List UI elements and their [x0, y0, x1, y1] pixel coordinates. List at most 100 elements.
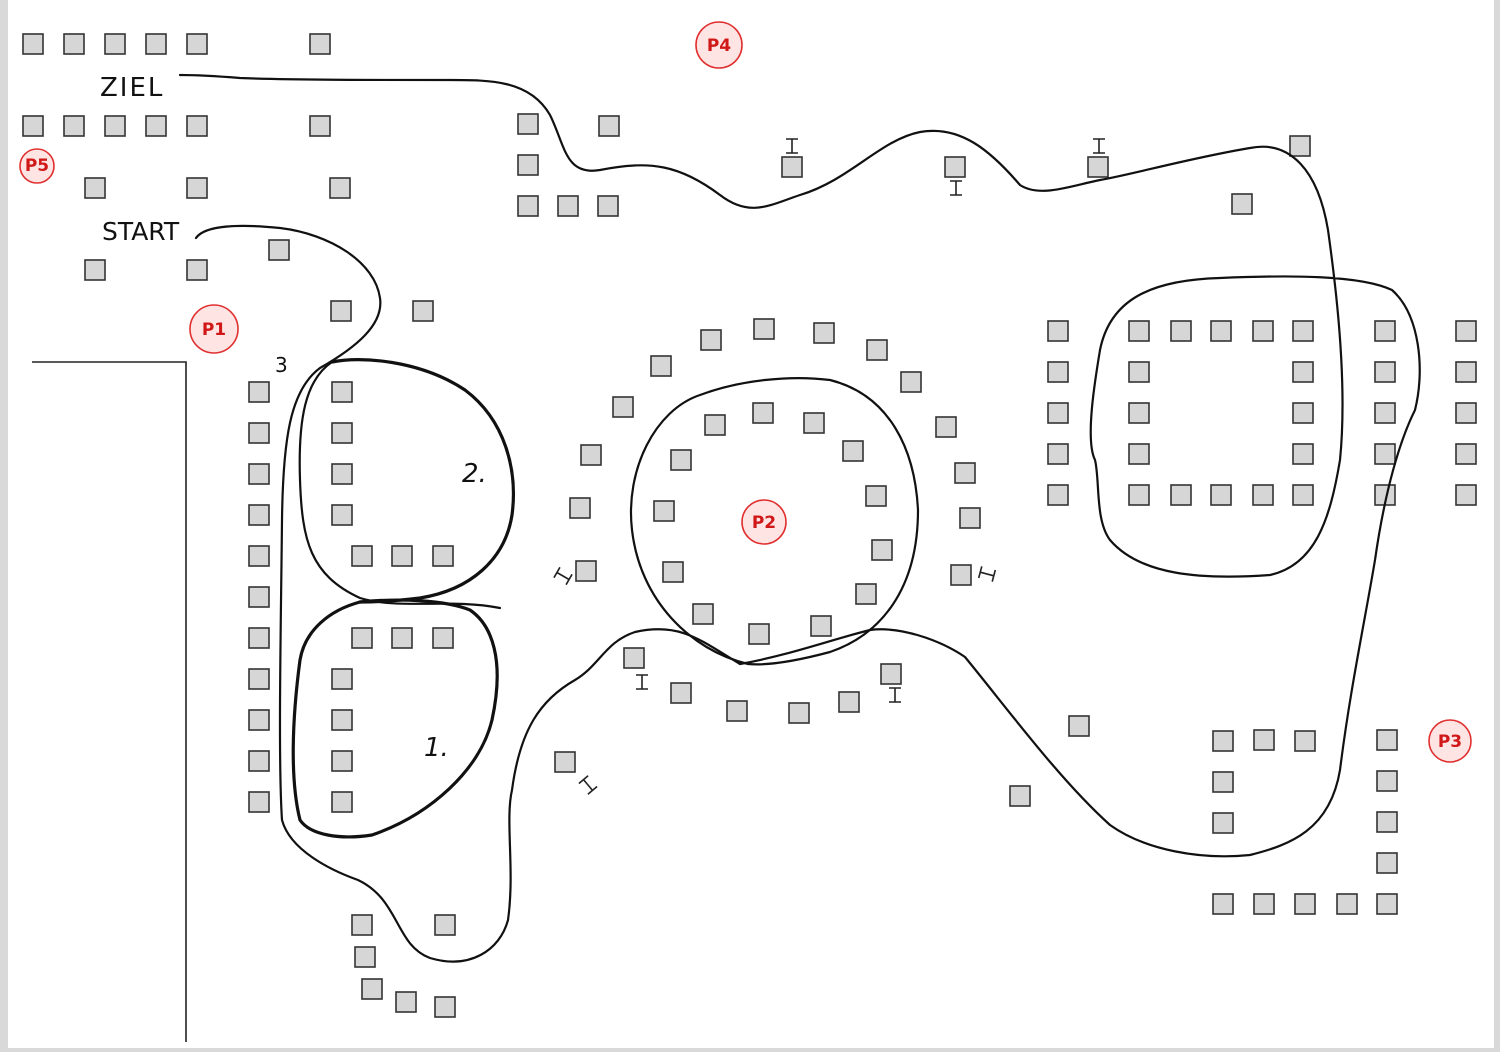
cone — [1374, 402, 1396, 424]
post-marker — [786, 138, 798, 154]
cone — [1374, 443, 1396, 465]
loop-1 — [291, 598, 499, 839]
loop-3 — [298, 360, 502, 610]
cone — [692, 603, 714, 625]
cone — [1376, 852, 1398, 874]
cone — [248, 545, 270, 567]
cone — [1376, 729, 1398, 751]
cone — [704, 414, 726, 436]
cone — [248, 709, 270, 731]
cone — [1376, 770, 1398, 792]
cone — [432, 627, 454, 649]
cone — [1253, 729, 1275, 751]
cone — [803, 412, 825, 434]
cone — [1170, 484, 1192, 506]
cone — [268, 239, 290, 261]
cone — [1455, 361, 1477, 383]
cone — [1292, 443, 1314, 465]
cone — [1212, 812, 1234, 834]
point-p5-label: P5 — [25, 156, 49, 176]
cone — [1289, 135, 1311, 157]
cone — [670, 449, 692, 471]
boundary-wall — [32, 361, 187, 1042]
post-marker — [578, 775, 598, 795]
cone — [810, 615, 832, 637]
cone — [935, 416, 957, 438]
course-paths — [178, 73, 1421, 963]
cone — [580, 444, 602, 466]
start-label: START — [102, 217, 180, 246]
point-p5-circle — [19, 148, 55, 184]
cone — [900, 371, 922, 393]
cone — [670, 682, 692, 704]
point-p1-circle — [189, 304, 239, 354]
cone — [1128, 320, 1150, 342]
post-marker-shape — [553, 566, 573, 586]
cone — [598, 115, 620, 137]
post-marker — [1093, 138, 1105, 154]
circle-p2 — [629, 377, 920, 666]
cone — [1336, 893, 1358, 915]
cone — [1374, 320, 1396, 342]
cone — [248, 422, 270, 444]
cone — [434, 996, 456, 1018]
cone — [22, 33, 44, 55]
cone — [517, 113, 539, 135]
cone — [104, 33, 126, 55]
post-marker — [950, 180, 962, 196]
cone — [1212, 771, 1234, 793]
cone — [104, 115, 126, 137]
cone — [855, 583, 877, 605]
cone — [557, 195, 579, 217]
cone — [1128, 361, 1150, 383]
cone — [1292, 361, 1314, 383]
cone — [871, 539, 893, 561]
cone — [1212, 893, 1234, 915]
cone — [1128, 402, 1150, 424]
main-route — [178, 73, 1421, 963]
cone — [309, 115, 331, 137]
cone — [752, 402, 774, 424]
cone — [753, 318, 775, 340]
cone — [1252, 484, 1274, 506]
cone — [554, 751, 576, 773]
cone — [248, 750, 270, 772]
cone — [248, 668, 270, 690]
cone — [866, 339, 888, 361]
cone — [612, 396, 634, 418]
cone — [63, 33, 85, 55]
cone — [1455, 402, 1477, 424]
loop-3-label: 3 — [275, 353, 288, 377]
post-marker — [977, 566, 997, 582]
cone — [1047, 361, 1069, 383]
cone — [781, 156, 803, 178]
cone — [650, 355, 672, 377]
cone — [395, 991, 417, 1013]
cone — [412, 300, 434, 322]
cone — [248, 504, 270, 526]
cone — [838, 691, 860, 713]
cone — [186, 33, 208, 55]
cone — [391, 545, 413, 567]
cone — [865, 485, 887, 507]
cone — [1294, 893, 1316, 915]
cone — [788, 702, 810, 724]
cone — [361, 978, 383, 1000]
cone — [842, 440, 864, 462]
post-markers — [553, 138, 1105, 795]
cone — [351, 914, 373, 936]
cone — [1294, 730, 1316, 752]
cone — [1047, 320, 1069, 342]
cone — [331, 709, 353, 731]
cone — [84, 259, 106, 281]
cone — [248, 627, 270, 649]
cone — [1128, 484, 1150, 506]
loop-2-label: 2. — [462, 459, 487, 489]
cone — [662, 561, 684, 583]
point-p3: P3 — [1428, 719, 1472, 763]
cone — [248, 791, 270, 813]
cone — [575, 560, 597, 582]
cone — [248, 586, 270, 608]
point-p3-label: P3 — [1438, 732, 1462, 752]
